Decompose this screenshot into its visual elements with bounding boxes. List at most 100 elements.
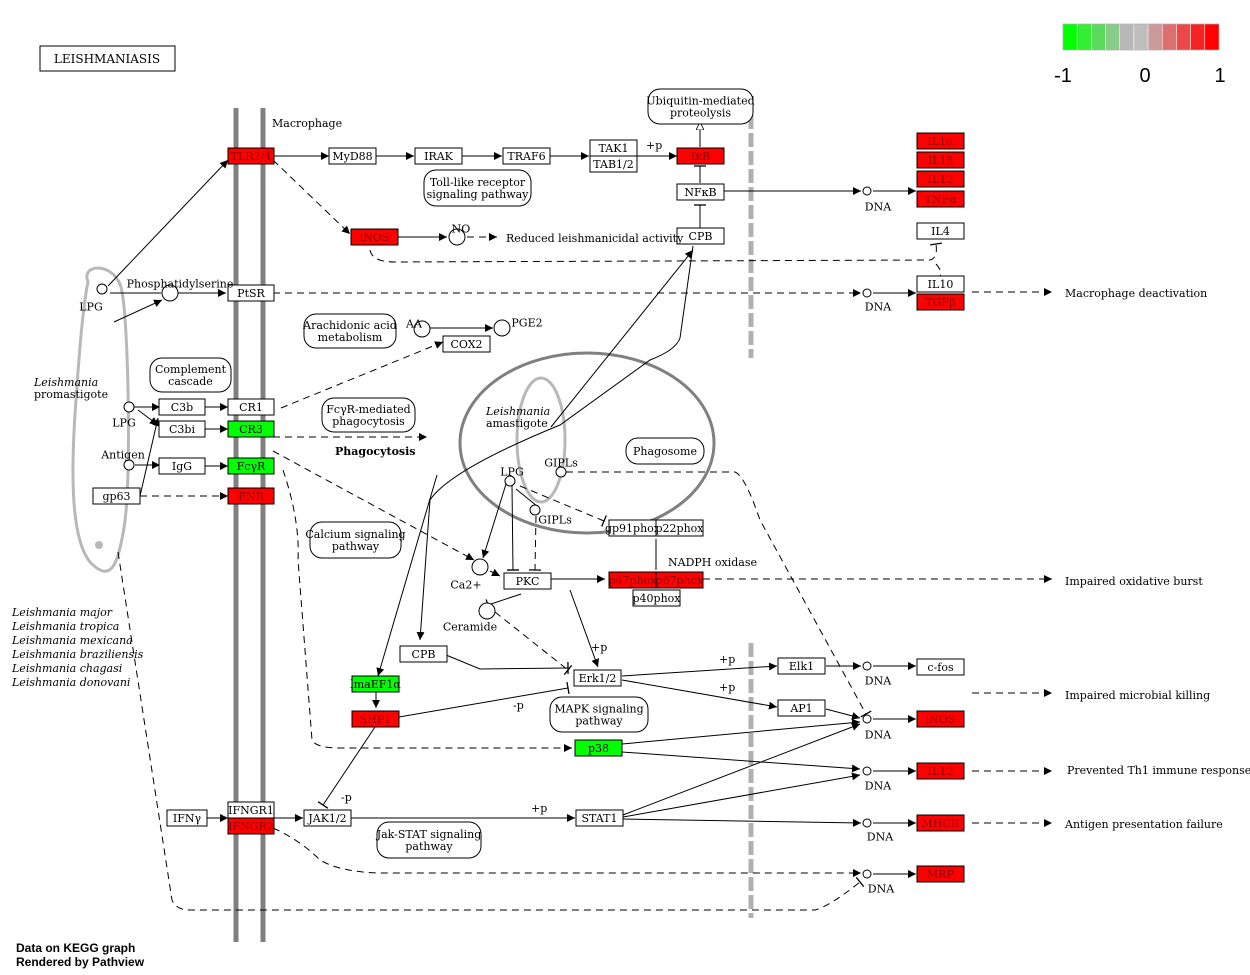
compound-dna2[interactable]: DNA [862,288,892,314]
gene-node-cpb1[interactable]: CPB [676,227,725,245]
pathway-link-label: signaling pathway [427,188,530,201]
gene-node-p67phox[interactable]: p67phox [655,571,705,589]
gene-node-traf6[interactable]: TRAF6 [502,147,551,165]
gene-node-c3bi[interactable]: C3bi [158,420,206,438]
compound-dna3[interactable]: DNA [862,661,892,688]
compound-gipls2[interactable]: GIPLs [529,504,572,527]
pathway-link-label: pathway [405,840,453,853]
gene-node-box [676,227,725,245]
compound-label: DNA [865,780,892,793]
gene-node-fnr[interactable]: FNR [227,487,275,505]
gene-node-cr1[interactable]: CR1 [227,398,275,416]
gene-node-label: MHCII [922,817,960,830]
gene-node-cr3[interactable]: CR3 [227,420,275,438]
gene-node-mrp[interactable]: MRP [916,865,965,883]
pathway-link-phagosome[interactable]: Phagosome [625,437,705,465]
gene-node-gp63[interactable]: gp63 [92,487,141,505]
gene-node-label: p67phox [656,574,705,587]
compound-label: LPG [112,417,136,430]
gene-node-cfos[interactable]: c-fos [916,658,965,676]
species-6: Leishmania donovani [11,676,130,689]
gene-node-igg[interactable]: IgG [158,457,206,475]
compound-dna1[interactable]: DNA [862,186,892,214]
compound-ca2[interactable]: Ca2+ [450,558,489,592]
gene-node-lmaef1a[interactable]: lmaEF1α [350,675,401,693]
gene-node-p40phox[interactable]: p40phox [632,589,682,607]
gene-node-nfkb[interactable]: NFκB [676,183,725,201]
compound-pge2[interactable]: PGE2 [493,317,543,337]
gene-node-ifngr1[interactable]: IFNGR1 [227,801,275,819]
legend-tick-mid: 0 [1139,65,1150,87]
gene-node-ifngr2[interactable]: IFNGR2 [227,817,275,835]
gene-node-cpb2[interactable]: CPB [399,645,448,663]
compound-no[interactable]: NO [448,223,470,246]
compound-lpg2[interactable]: LPG [112,401,136,430]
legend-swatch [1176,23,1191,51]
gene-node-inos2[interactable]: iNOS [916,710,965,728]
gene-node-il1a[interactable]: IL1α [916,132,965,150]
gene-node-tab12[interactable]: TAB1/2 [589,155,638,173]
compound-aa[interactable]: AA [405,318,431,338]
gene-node-box [676,147,725,165]
gene-node-inos1[interactable]: iNOS [350,228,399,246]
gene-node-tlr24[interactable]: TLR2/4 [227,147,275,165]
gene-node-p22phox[interactable]: p22phox [655,519,705,537]
gene-node-ifny[interactable]: IFNγ [166,809,208,827]
compound-circle [448,228,466,246]
gene-node-erk12[interactable]: Erk1/2 [573,669,622,687]
legend-color-bar [1062,23,1220,51]
compound-antigen[interactable]: Antigen [100,449,145,471]
gene-node-myd88[interactable]: MyD88 [328,147,377,165]
gene-node-label: FcγR [237,460,266,473]
gene-node-tnfa[interactable]: TNFα [916,190,965,208]
gene-node-shp1[interactable]: SHP1 [351,710,400,728]
gene-node-il12b[interactable]: IL12 [916,762,965,780]
gene-node-ap1[interactable]: AP1 [777,699,826,717]
gene-node-p38[interactable]: p38 [574,739,623,757]
gene-node-irak[interactable]: IRAK [414,147,463,165]
gene-node-label: CPB [412,648,436,661]
gene-node-c3b[interactable]: C3b [158,398,206,416]
gene-node-jak12[interactable]: JAK1/2 [303,809,352,827]
compound-phosphatidylserine[interactable]: Phosphatidylserine [127,278,234,302]
compound-dna5[interactable]: DNA [862,766,892,793]
gene-node-ikb[interactable]: IκB [676,147,725,165]
gene-node-tgfb[interactable]: TGFβ [916,293,965,311]
gene-node-fcgr[interactable]: FcγR [227,457,275,475]
gene-node-il4[interactable]: IL4 [916,222,965,240]
compound-ceramide[interactable]: Ceramide [443,602,497,634]
compound-dna6[interactable]: DNA [862,818,894,844]
gene-node-il10[interactable]: IL10 [916,275,965,293]
gene-node-mhcii[interactable]: MHCII [916,814,965,832]
compound-gipls1[interactable]: GIPLs [544,457,578,478]
compound-dna7[interactable]: DNA [862,869,895,896]
gene-node-pkc[interactable]: PKC [503,572,552,590]
compound-label: LPG [79,301,103,314]
compound-lpg1[interactable]: LPG [79,283,108,314]
gene-node-il12a[interactable]: IL12 [916,170,965,188]
gene-node-stat1[interactable]: STAT1 [575,809,624,827]
gene-node-elk1[interactable]: Elk1 [777,657,826,675]
gene-node-tak1[interactable]: TAK1 [589,139,638,157]
legend-tick-max: 1 [1214,65,1225,87]
gene-node-ptsr[interactable]: PtSR [227,284,275,302]
title-box: LEISHMANIASIS [39,45,176,72]
phagosome-membrane [458,351,716,535]
gene-node-cox2[interactable]: COX2 [442,335,491,353]
compound-dna4[interactable]: DNA [862,714,892,742]
compound-lpg3[interactable]: LPG [500,466,524,487]
gene-node-il1b[interactable]: IL1β [916,151,965,169]
gene-node-p47phox[interactable]: p47phox [608,571,658,589]
gene-node-gp91phox[interactable]: gp91phox [605,519,661,537]
gene-node-box [655,571,704,589]
phospho-label-ikb: +p [646,139,662,152]
gene-node-label: SHP1 [360,713,392,726]
